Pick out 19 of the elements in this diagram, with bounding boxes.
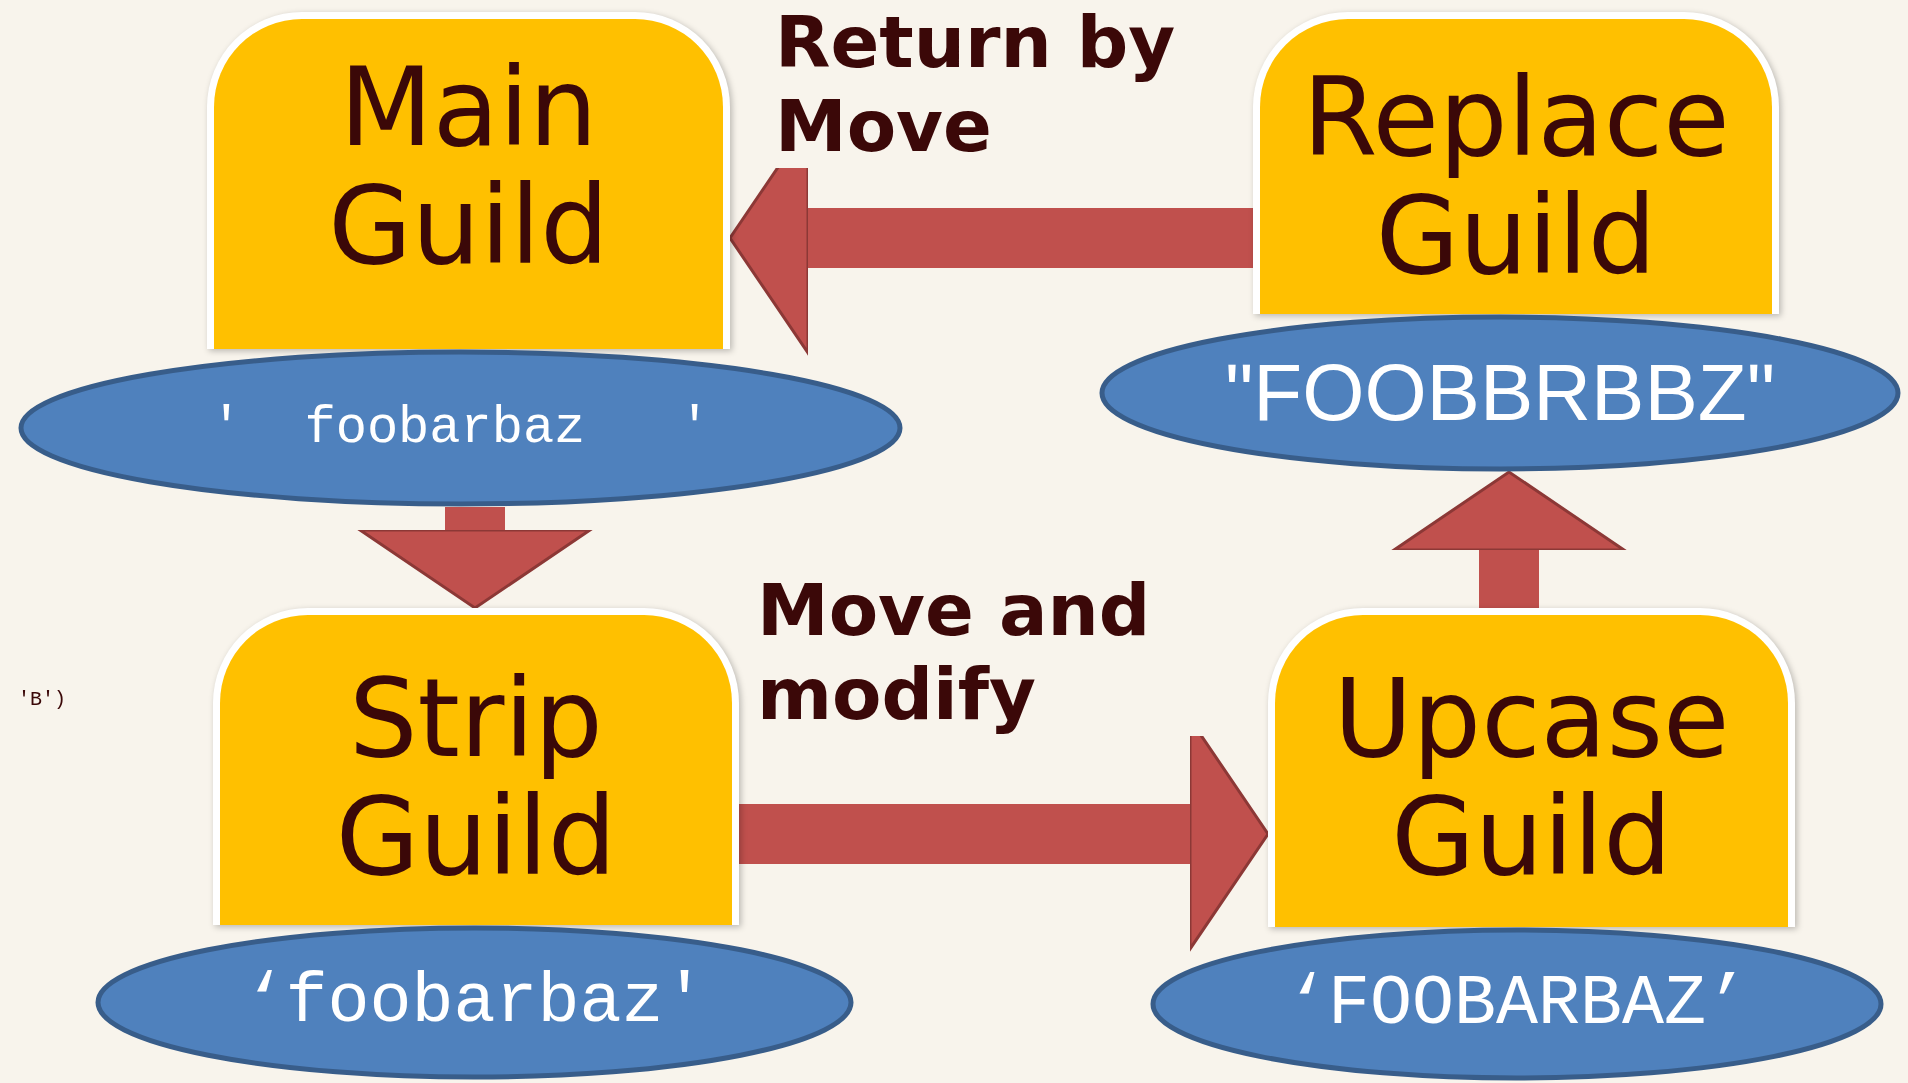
value-text: ‘foobarbaz' <box>243 963 706 1042</box>
guild-name: Strip Guild <box>334 660 618 901</box>
value-ellipse <box>1099 314 1901 472</box>
guild-name: Main Guild <box>327 49 610 290</box>
guild-name: Upcase Guild <box>1332 660 1731 901</box>
value-text: ' foobarbaz ' <box>210 398 711 458</box>
value-ellipse <box>18 349 903 507</box>
block-arrow <box>1392 470 1626 608</box>
code-fragment: 'B') <box>18 688 66 711</box>
guild-name: Replace Guild <box>1301 59 1731 300</box>
value-text: ‘FOOBARBAZ’ <box>1285 964 1749 1044</box>
guild-box <box>207 12 730 349</box>
guild-box <box>1268 608 1795 927</box>
guild-box <box>1253 12 1779 314</box>
value-text: "FOOBBRBBZ" <box>1224 347 1776 439</box>
guild-box <box>213 608 739 925</box>
value-ellipse <box>95 925 854 1080</box>
value-ellipse <box>1150 927 1884 1081</box>
block-arrow <box>358 507 592 610</box>
